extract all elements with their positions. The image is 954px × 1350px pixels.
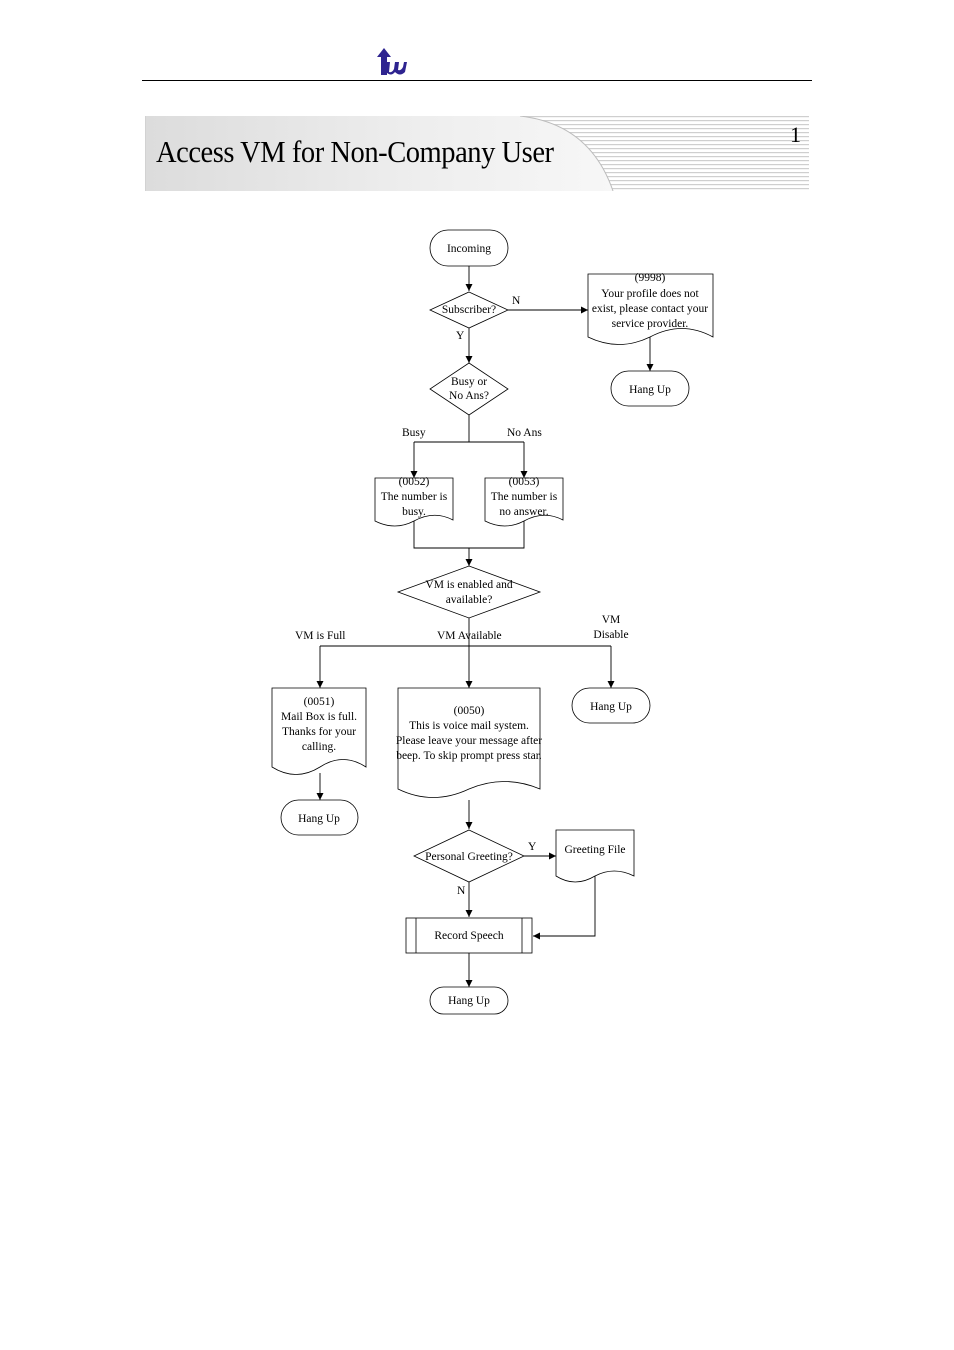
- decision-personal-greeting: Personal Greeting?: [413, 829, 525, 883]
- prompt-0051-line-1: (0051): [304, 696, 335, 708]
- node-hangup-profile: Hang Up: [610, 370, 690, 407]
- edge-label-vm-disable-line-1: VM: [602, 614, 621, 626]
- decision-subscriber-label: Subscriber?: [442, 304, 496, 316]
- prompt-0050-line-4: beep. To skip prompt press star.: [396, 750, 542, 762]
- prompt-0051-line-3: Thanks for your: [282, 726, 356, 738]
- edge-label-greeting-no: N: [457, 885, 466, 897]
- decision-vm-line-2: available?: [446, 594, 493, 606]
- company-logo: [377, 48, 407, 75]
- title-banner: [145, 116, 809, 191]
- node-hangup-end: Hang Up: [429, 986, 509, 1015]
- prompt-0051-line-2: Mail Box is full.: [281, 711, 357, 723]
- prompt-0050: (0050) This is voice mail system. Please…: [396, 687, 542, 798]
- edge-label-subscriber-no: N: [512, 295, 521, 307]
- prompt-0052-line-3: busy.: [402, 506, 426, 518]
- prompt-0051-line-4: calling.: [302, 741, 336, 753]
- flow-edges: [316, 266, 654, 987]
- prompt-0051: (0051) Mail Box is full. Thanks for your…: [271, 687, 367, 775]
- edge-label-vm-available: VM Available: [437, 630, 502, 642]
- decision-subscriber: Subscriber?: [429, 291, 509, 329]
- node-incoming-label: Incoming: [447, 243, 491, 255]
- node-hangup-disable: Hang Up: [571, 687, 651, 724]
- greeting-file-label: Greeting File: [565, 844, 626, 856]
- page-number: 1: [790, 122, 801, 147]
- prompt-0053-line-1: (0053): [509, 476, 540, 488]
- edge-label-busy: Busy: [402, 427, 426, 439]
- process-record-speech: Record Speech: [405, 917, 533, 954]
- greeting-file: Greeting File: [555, 829, 635, 883]
- process-record-speech-label: Record Speech: [434, 930, 504, 942]
- edge-label-subscriber-yes: Y: [456, 330, 465, 342]
- prompt-0050-line-1: (0050): [454, 705, 485, 717]
- node-hangup-full-label: Hang Up: [298, 813, 340, 825]
- prompt-0052-line-2: The number is: [381, 491, 448, 503]
- prompt-0052-line-1: (0052): [399, 476, 430, 488]
- node-hangup-full: Hang Up: [280, 799, 359, 836]
- prompt-9998-line-3: exist, please contact your: [592, 303, 708, 315]
- prompt-0053: (0053) The number is no answer.: [484, 476, 564, 527]
- page-title: Access VM for Non-Company User: [156, 134, 554, 169]
- prompt-9998: (9998) Your profile does not exist, plea…: [587, 272, 714, 345]
- prompt-0052: (0052) The number is busy.: [374, 476, 454, 527]
- decision-vm-line-1: VM is enabled and: [425, 579, 512, 591]
- decision-busy-line-2: No Ans?: [449, 390, 489, 402]
- prompt-0050-line-2: This is voice mail system.: [409, 720, 529, 732]
- prompt-0053-line-3: no answer.: [499, 506, 548, 518]
- header-rule: [142, 80, 812, 81]
- edge-label-greeting-yes: Y: [528, 841, 537, 853]
- node-hangup-disable-label: Hang Up: [590, 701, 632, 713]
- prompt-0053-line-2: The number is: [491, 491, 558, 503]
- edge-label-no-answer: No Ans: [507, 427, 542, 439]
- edge-label-vm-full: VM is Full: [295, 630, 346, 642]
- prompt-9998-line-1: (9998): [635, 272, 666, 284]
- decision-vm-enabled: VM is enabled and available?: [396, 565, 542, 619]
- node-hangup-profile-label: Hang Up: [629, 384, 671, 396]
- node-hangup-end-label: Hang Up: [448, 995, 490, 1007]
- decision-busy-or-no-answer: Busy or No Ans?: [429, 362, 509, 416]
- decision-busy-line-1: Busy or: [451, 376, 487, 388]
- decision-greeting-label: Personal Greeting?: [425, 851, 513, 863]
- prompt-9998-line-2: Your profile does not: [601, 288, 699, 300]
- prompt-0050-line-3: Please leave your message after: [396, 735, 542, 747]
- prompt-9998-line-4: service provider.: [612, 318, 689, 330]
- node-incoming: Incoming: [429, 229, 509, 267]
- edge-label-vm-disable-line-2: Disable: [593, 629, 628, 641]
